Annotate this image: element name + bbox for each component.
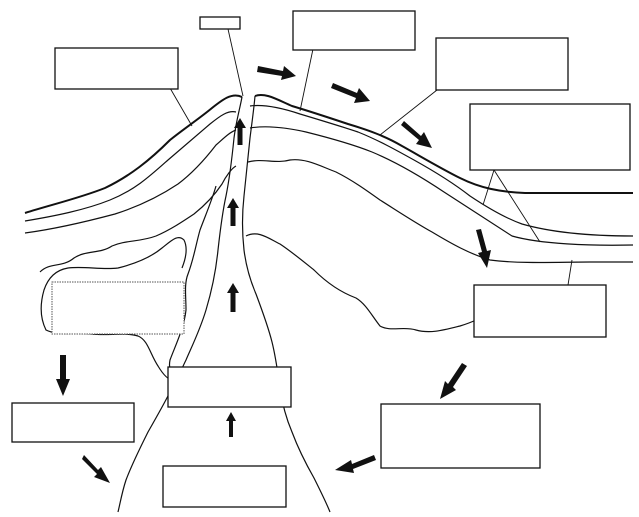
- arrow-left-low-to-bottom: [82, 455, 110, 483]
- arrow-up-4: [226, 412, 236, 437]
- arrow-right-down: [476, 229, 491, 268]
- leader-summit: [299, 48, 314, 112]
- label-right-low: [380, 403, 541, 469]
- arrow-slope-1: [257, 66, 296, 80]
- flow-arrows: [56, 66, 491, 483]
- arrow-up-3: [227, 283, 239, 312]
- leader-right-upper: [379, 89, 438, 136]
- arrow-slope-3: [401, 121, 432, 148]
- label-left-mid: [51, 281, 185, 335]
- stratum-line-4-right: [247, 159, 633, 264]
- arrow-left-down: [56, 355, 70, 396]
- label-crater: [199, 16, 241, 30]
- leader-crater: [227, 28, 244, 97]
- surface-line-right: [254, 94, 633, 194]
- label-right-upper: [435, 37, 569, 91]
- leader-left-slope: [169, 87, 193, 127]
- arrow-up-1: [234, 118, 246, 145]
- arrow-right-mid-to-low: [440, 363, 467, 399]
- stratum-line-4-left: [39, 165, 237, 273]
- arrow-up-2: [227, 198, 239, 226]
- stratum-line-3-left: [24, 129, 237, 234]
- stratum-line-2-right: [249, 104, 634, 237]
- leader-right-strata-a: [482, 169, 495, 206]
- conduit-wall-right: [241, 95, 331, 513]
- label-vent: [167, 366, 292, 408]
- leader-right-mid: [567, 259, 573, 286]
- strata-lines: [24, 94, 634, 513]
- intrusion-outline: [40, 185, 217, 381]
- label-bottom: [162, 465, 287, 508]
- surface-line-left: [24, 94, 243, 214]
- label-right-mid: [473, 284, 607, 338]
- stratum-line-5-right: [245, 233, 497, 333]
- leader-lines: [169, 28, 573, 286]
- leader-right-strata-b: [493, 169, 541, 243]
- stratum-line-2-left: [24, 111, 237, 222]
- label-left-slope: [54, 47, 179, 90]
- label-left-low: [11, 402, 135, 443]
- arrow-right-low-to-bottom: [335, 455, 376, 473]
- arrow-slope-2: [331, 83, 370, 103]
- label-summit: [292, 10, 416, 51]
- conduit-wall-left: [117, 96, 243, 513]
- label-right-strata: [469, 103, 631, 171]
- label-boxes: [11, 10, 631, 508]
